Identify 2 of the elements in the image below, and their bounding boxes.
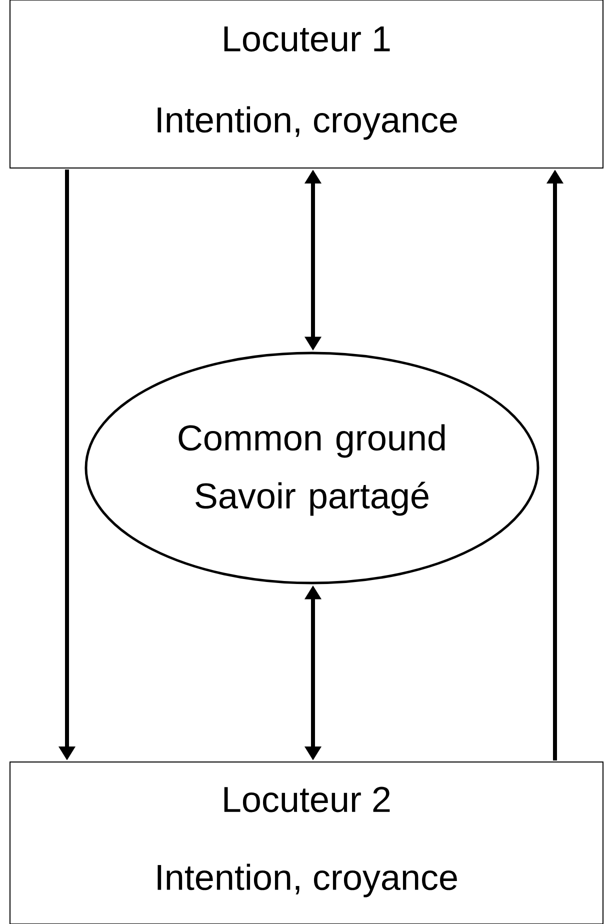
speaker-box: Locuteur 2 Intention, croyance	[10, 762, 604, 924]
speaker-box: Locuteur 1 Intention, croyance	[10, 0, 604, 168]
